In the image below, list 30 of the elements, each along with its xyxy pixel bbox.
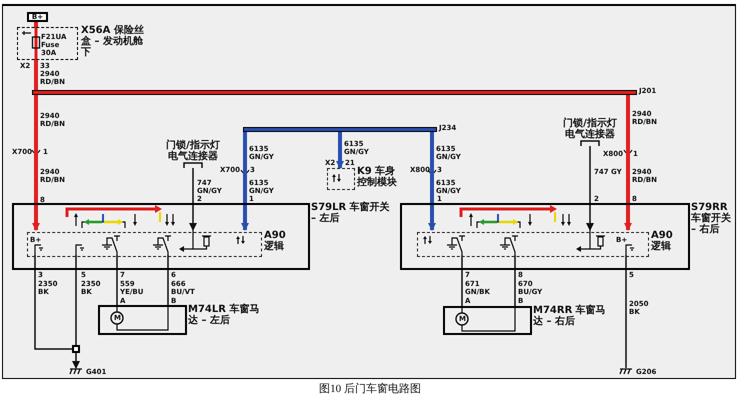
component-label: A90 逻辑	[264, 230, 287, 252]
component-label: S79RR 车窗开关 – 右后	[691, 202, 732, 235]
wire	[167, 255, 169, 305]
connector-label: 门锁/指示灯电气连接器	[165, 140, 221, 162]
wire	[514, 255, 516, 306]
beside-label: X56A 保险丝盒 – 发动机舱下	[81, 25, 145, 58]
wire	[72, 353, 80, 369]
wire	[461, 255, 463, 306]
wire	[32, 95, 40, 231]
splice-box	[72, 345, 80, 353]
component-label: S79LR 车窗开关 – 左后	[311, 202, 391, 224]
wire	[428, 132, 436, 231]
wire	[336, 132, 344, 169]
component-label: M74LR 车窗马达 – 左后	[188, 304, 260, 326]
wire	[34, 22, 38, 27]
component-label: A90 逻辑	[651, 230, 674, 252]
component-label: M74RR 车窗马达 – 右后	[533, 305, 607, 327]
component-label: K9 车身控制模块	[357, 166, 398, 188]
caption: 图10 后门车窗电路图	[318, 382, 422, 396]
connector-label: 门锁/指示灯电气连接器	[562, 118, 618, 140]
wire	[586, 146, 594, 231]
wire	[624, 95, 632, 231]
wire	[241, 132, 249, 231]
wire	[625, 255, 627, 368]
wire	[116, 255, 118, 305]
wire	[34, 60, 38, 90]
wire	[75, 255, 77, 345]
terminal-box	[27, 12, 48, 22]
wire	[189, 168, 197, 231]
wire	[34, 255, 72, 350]
